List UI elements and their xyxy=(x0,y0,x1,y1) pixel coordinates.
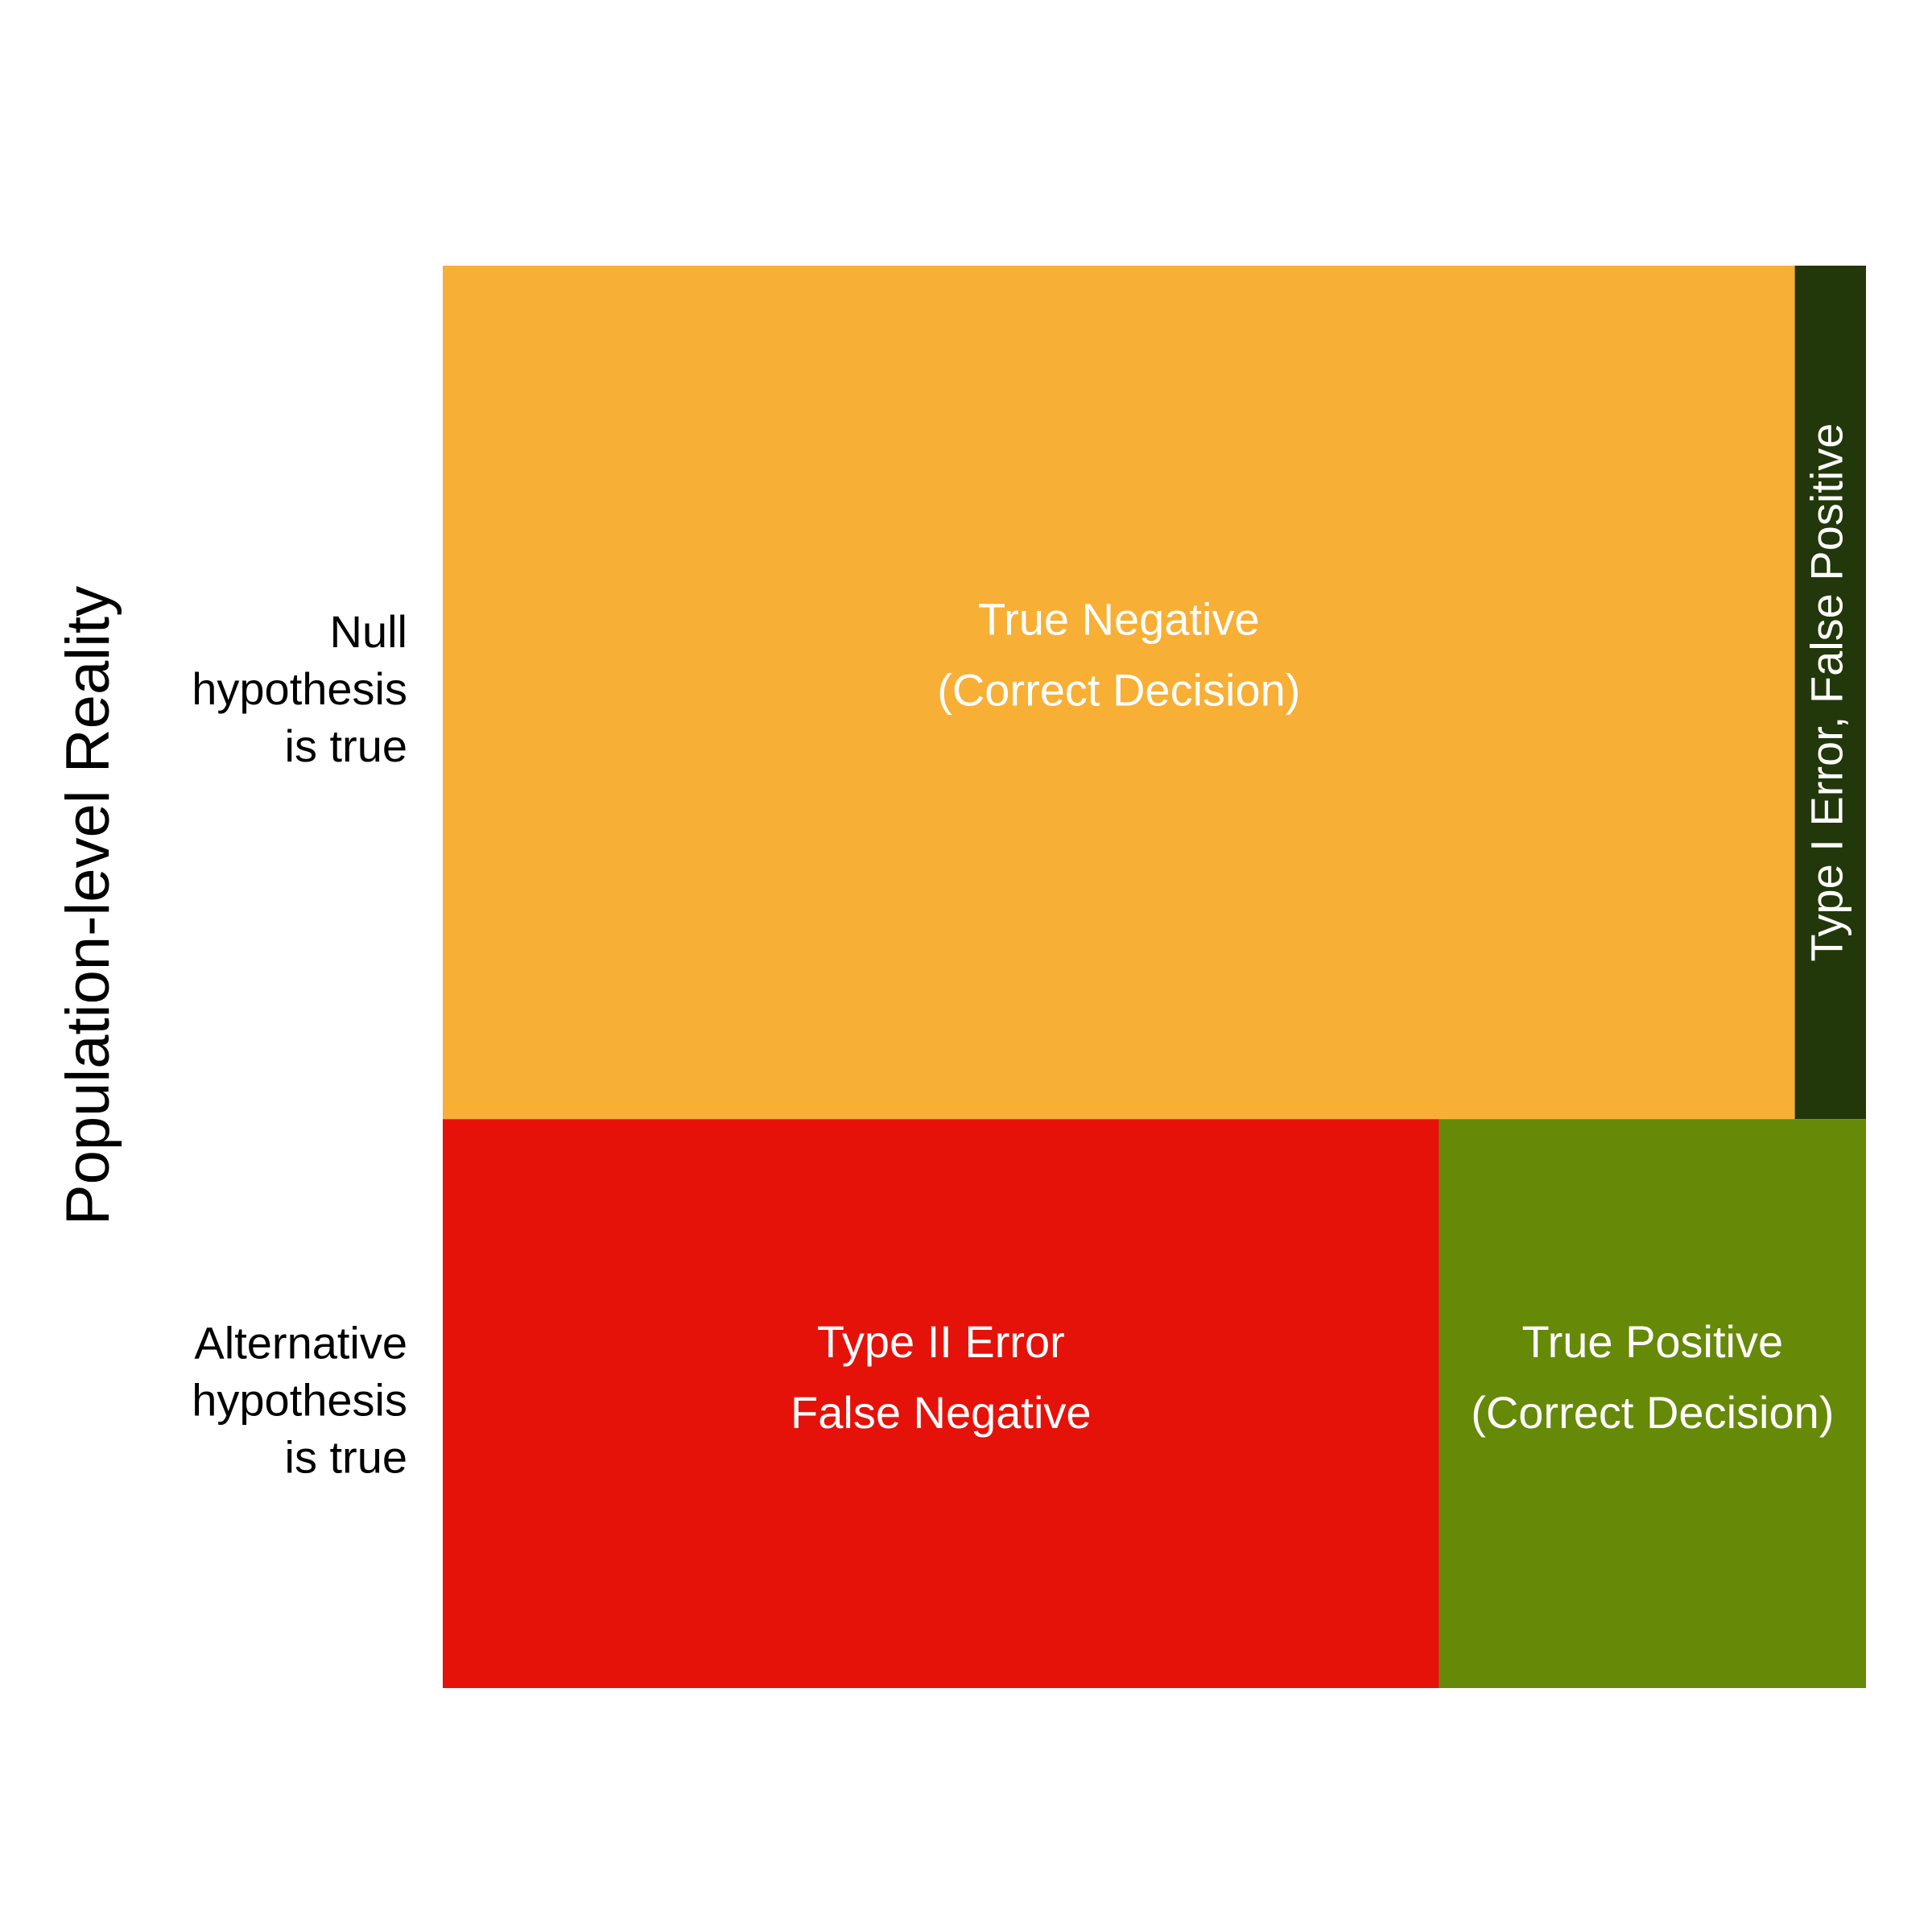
cell-rect-r2-c1 xyxy=(443,1119,1439,1688)
row-label-2-line-3: is true xyxy=(285,1431,408,1482)
y-axis-title: Population-level Reality xyxy=(54,586,122,1225)
labels-layer: Null hypothesis is true True Negative (Corre… xyxy=(192,423,1852,1483)
cell-rect-r2-c2 xyxy=(1439,1119,1866,1688)
row-label-1-line-3: is true xyxy=(285,720,408,771)
row-label-1-line-1: Null xyxy=(330,606,407,657)
cell-rect-r1-c2 xyxy=(1794,266,1866,1120)
cell-label-r2-c1-line-1: Type II Error xyxy=(817,1316,1065,1367)
cell-label-r2-c2-line-1: True Positive xyxy=(1521,1316,1783,1367)
row-label-2-line-2: hypothesis xyxy=(192,1374,407,1425)
cell-label-r1-c1-line-1: True Negative xyxy=(978,593,1260,644)
cell-label-r1-c2-line-1: Type I Error, False Positive xyxy=(1802,423,1852,962)
cells-layer xyxy=(443,266,1866,1688)
row-label-2-line-1: Alternative xyxy=(194,1317,407,1368)
cell-label-r2-c2-line-2: (Correct Decision) xyxy=(1471,1387,1834,1438)
cell-label-r2-c1-line-2: False Negative xyxy=(791,1387,1092,1438)
cell-rect-r1-c1 xyxy=(443,266,1795,1120)
row-label-1-line-2: hypothesis xyxy=(192,663,407,714)
cell-label-r1-c1-line-2: (Correct Decision) xyxy=(937,664,1300,715)
